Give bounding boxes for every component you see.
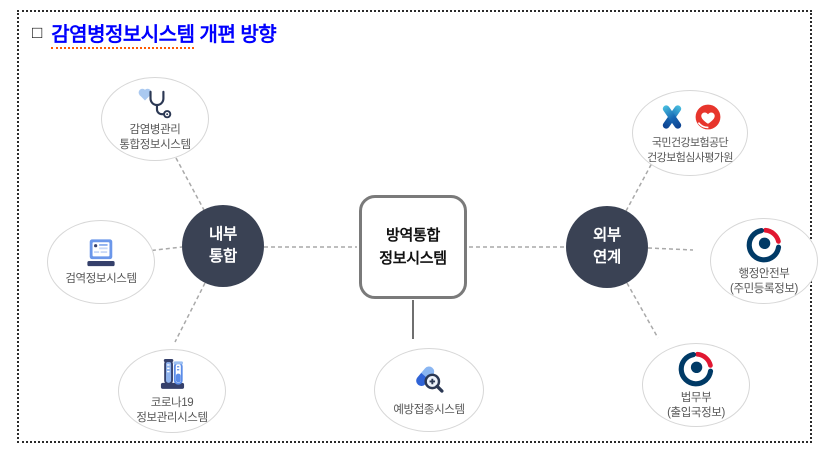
title-bullet-square: □ xyxy=(32,23,43,42)
node-label: 감염병관리 통합정보시스템 xyxy=(119,123,191,151)
stethoscope-icon xyxy=(136,86,174,120)
diagram-frame: □ 감염병정보시스템 개편 방향 xyxy=(17,10,818,443)
node-ministry-justice: 법무부 (출입국정보) xyxy=(642,343,750,427)
pill-magnifier-icon xyxy=(410,362,448,400)
node-vaccination-system: 예방접종시스템 xyxy=(374,348,484,432)
hub-internal-integration: 내부 통합 xyxy=(182,205,264,287)
title-underlined-word: 감염병정보시스템 xyxy=(51,24,195,49)
korea-gov-logo xyxy=(677,350,715,388)
hub-external-linkage: 외부 연계 xyxy=(566,206,648,288)
node-label: 국민건강보험공단 건강보험심사평가원 xyxy=(647,137,733,164)
node-quarantine-info-system: 검역정보시스템 xyxy=(47,220,155,304)
node-label: 코로나19 정보관리시스템 xyxy=(136,397,208,424)
test-tubes-icon xyxy=(154,356,191,393)
node-label: 검역정보시스템 xyxy=(65,272,137,285)
node-infectious-disease-system: 감염병관리 통합정보시스템 xyxy=(101,77,209,161)
health-insurance-logos xyxy=(657,101,724,133)
title-rest: 개편 방향 xyxy=(194,24,277,46)
node-label: 행정안전부 (주민등록정보) xyxy=(730,267,798,295)
node-ministry-interior-safety: 행정안전부 (주민등록정보) xyxy=(710,218,818,304)
korea-gov-logo xyxy=(745,226,783,264)
node-label: 예방접종시스템 xyxy=(393,404,465,417)
hira-heart-logo xyxy=(692,101,724,133)
node-label: 법무부 (출입국정보) xyxy=(667,391,725,419)
center-box-integrated-system: 방역통합 정보시스템 xyxy=(359,195,467,299)
laptop-icon xyxy=(82,238,120,269)
title-text: 감염병정보시스템 개편 방향 xyxy=(51,18,277,49)
node-covid19-info-system: 코로나19 정보관리시스템 xyxy=(118,349,226,433)
page-title: □ 감염병정보시스템 개편 방향 xyxy=(32,18,277,49)
node-nhis-hira: 국민건강보험공단 건강보험심사평가원 xyxy=(632,90,748,176)
nhis-x-logo xyxy=(657,102,687,132)
